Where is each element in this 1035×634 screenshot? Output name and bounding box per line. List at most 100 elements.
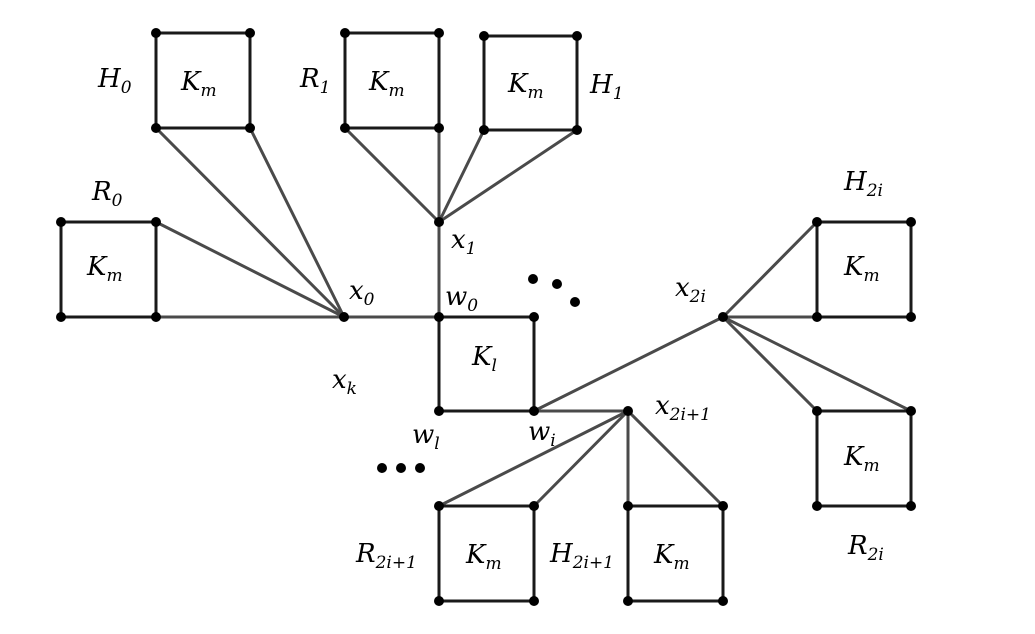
box-r2i	[815, 409, 913, 508]
edge-x0-r0-tr	[154, 220, 346, 319]
edge-x1-h1-bl	[437, 128, 486, 224]
label-h1: H1	[589, 70, 624, 104]
vertex-wl	[434, 406, 444, 416]
vertex	[151, 123, 161, 133]
label-h2i1: H2i+1	[549, 539, 614, 573]
vertex	[572, 31, 582, 41]
label-h0: H0	[97, 64, 132, 98]
label-x2i1: x2i+1	[655, 391, 711, 425]
vertex	[623, 596, 633, 606]
box-label-r0: Km	[86, 252, 123, 286]
vertex	[529, 596, 539, 606]
vertex-w0	[434, 312, 444, 322]
box-h1	[482, 34, 579, 132]
label-w0: w0	[445, 282, 478, 316]
vertex	[479, 125, 489, 135]
edge-x1-r1-bl	[343, 126, 441, 224]
box-label-r1: Km	[368, 67, 405, 101]
boxes	[59, 31, 913, 603]
box-label-kl: Kl	[471, 342, 497, 376]
vertex	[151, 217, 161, 227]
vertex	[812, 217, 822, 227]
box-h0	[154, 31, 252, 130]
vertex	[434, 28, 444, 38]
box-h2i	[815, 220, 913, 319]
vertex	[479, 31, 489, 41]
vertex	[340, 28, 350, 38]
vertex	[718, 501, 728, 511]
vertex	[529, 312, 539, 322]
ellipsis-dot	[552, 279, 562, 289]
edge-x2i-h2i-tl	[721, 220, 819, 319]
label-xk: xk	[332, 365, 357, 399]
vertex	[434, 596, 444, 606]
label-x0: x0	[349, 276, 375, 310]
ellipsis-dot	[528, 274, 538, 284]
ellipsis-dot	[570, 297, 580, 307]
box-label-r2i: Km	[843, 442, 880, 476]
label-r2i: R2i	[847, 531, 884, 565]
vertex	[906, 217, 916, 227]
ellipsis-dot	[396, 463, 406, 473]
vertex	[56, 217, 66, 227]
vertex	[572, 125, 582, 135]
ellipsis-dots	[377, 274, 580, 473]
vertex-labels: H0 R1 H1 R0 H2i R2i R2i+1 H2i+1 x0 x1 x2…	[91, 64, 884, 573]
vertex	[623, 501, 633, 511]
vertex	[906, 312, 916, 322]
edge-x1-h1-br	[437, 128, 579, 224]
box-r1	[343, 31, 441, 130]
vertex	[434, 123, 444, 133]
box-labels: Km Km Km Km Kl Km Km Km Km	[86, 67, 880, 574]
label-wi: wi	[528, 417, 556, 451]
label-wl: wl	[412, 420, 440, 454]
edge-x2i-r2i-tr	[721, 315, 913, 413]
vertex	[812, 406, 822, 416]
edge-x2i1-r2i1-tl	[437, 409, 630, 508]
vertex-wi	[529, 406, 539, 416]
vertex	[340, 123, 350, 133]
vertex	[151, 312, 161, 322]
vertex	[245, 123, 255, 133]
vertex	[245, 28, 255, 38]
ellipsis-dot	[415, 463, 425, 473]
box-label-h2i1: Km	[653, 540, 690, 574]
vertex-x0	[339, 312, 349, 322]
label-r0: R0	[91, 177, 123, 211]
label-r1: R1	[299, 64, 330, 98]
box-label-h1: Km	[507, 69, 544, 103]
box-r0	[59, 220, 158, 319]
label-x1: x1	[451, 225, 477, 259]
box-r2i1	[437, 504, 536, 603]
edges	[154, 126, 913, 508]
label-h2i: H2i	[843, 167, 883, 201]
vertex	[529, 501, 539, 511]
vertex	[151, 28, 161, 38]
edge-x0-h0-bl	[154, 126, 346, 319]
vertex-x2i	[718, 312, 728, 322]
vertex-x1	[434, 217, 444, 227]
vertex	[812, 312, 822, 322]
label-x2i: x2i	[675, 273, 706, 307]
edge-x2i1-r2i1-tr	[532, 409, 630, 508]
vertex-x2i1	[623, 406, 633, 416]
box-label-h2i: Km	[843, 252, 880, 286]
vertex	[718, 596, 728, 606]
vertex	[434, 501, 444, 511]
edge-wi-x2i	[532, 315, 725, 413]
box-h2i1	[626, 504, 725, 603]
box-kl	[437, 315, 536, 413]
vertices	[56, 28, 916, 606]
label-r2i1: R2i+1	[355, 539, 417, 573]
edge-x2i1-h2i1-tr	[626, 409, 725, 508]
vertex	[56, 312, 66, 322]
vertex	[906, 406, 916, 416]
ellipsis-dot	[377, 463, 387, 473]
box-label-h0: Km	[180, 67, 217, 101]
edge-x2i-r2i-tl	[721, 315, 819, 413]
vertex	[812, 501, 822, 511]
edge-x0-h0-br	[248, 126, 346, 319]
box-label-r2i1: Km	[465, 540, 502, 574]
vertex	[906, 501, 916, 511]
